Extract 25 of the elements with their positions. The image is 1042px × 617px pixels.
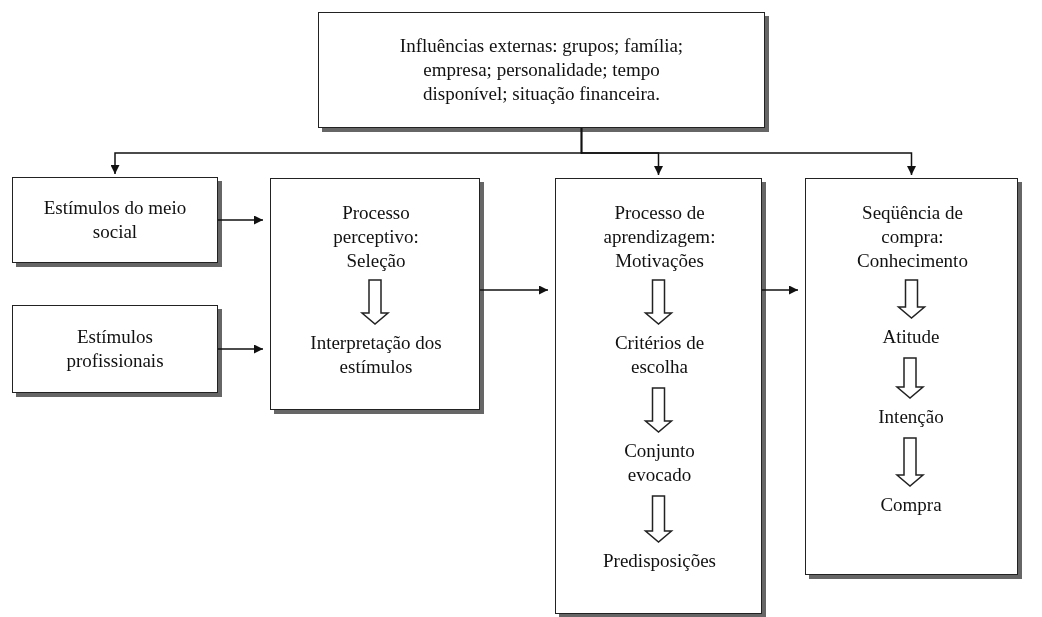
- step-label: Processo perceptivo: Seleção: [332, 201, 420, 273]
- hollow-arrow: [359, 279, 391, 325]
- arrow: [761, 285, 799, 295]
- step-label: Atitude: [882, 325, 940, 349]
- step-label: Processo de aprendizagem: Motivações: [602, 201, 717, 273]
- hollow-arrow: [896, 279, 927, 319]
- arrow: [580, 127, 916, 176]
- step-label: Compra: [880, 493, 942, 517]
- arrow: [217, 215, 264, 225]
- hollow-arrow: [643, 387, 674, 433]
- step-label: Critérios de escolha: [613, 331, 706, 379]
- step-label: Seqüência de compra: Conhecimento: [856, 201, 969, 273]
- box-label: Estímulos do meio social: [42, 196, 188, 244]
- arrow: [217, 344, 264, 354]
- hollow-arrow: [643, 495, 674, 543]
- hollow-arrow: [894, 437, 926, 487]
- step-label: Predisposições: [603, 549, 716, 573]
- step-label: Interpretação dos estímulos: [309, 331, 443, 379]
- box-label: Estímulos profissionais: [65, 325, 165, 373]
- box-label: Influências externas: grupos; família; empresa; personalidade; tempo disponível; situação financeira.: [398, 34, 685, 106]
- arrow: [479, 285, 549, 295]
- step-label: Intenção: [878, 405, 944, 429]
- hollow-arrow: [894, 357, 926, 399]
- hollow-arrow: [643, 279, 674, 325]
- step-label: Conjunto evocado: [623, 439, 696, 487]
